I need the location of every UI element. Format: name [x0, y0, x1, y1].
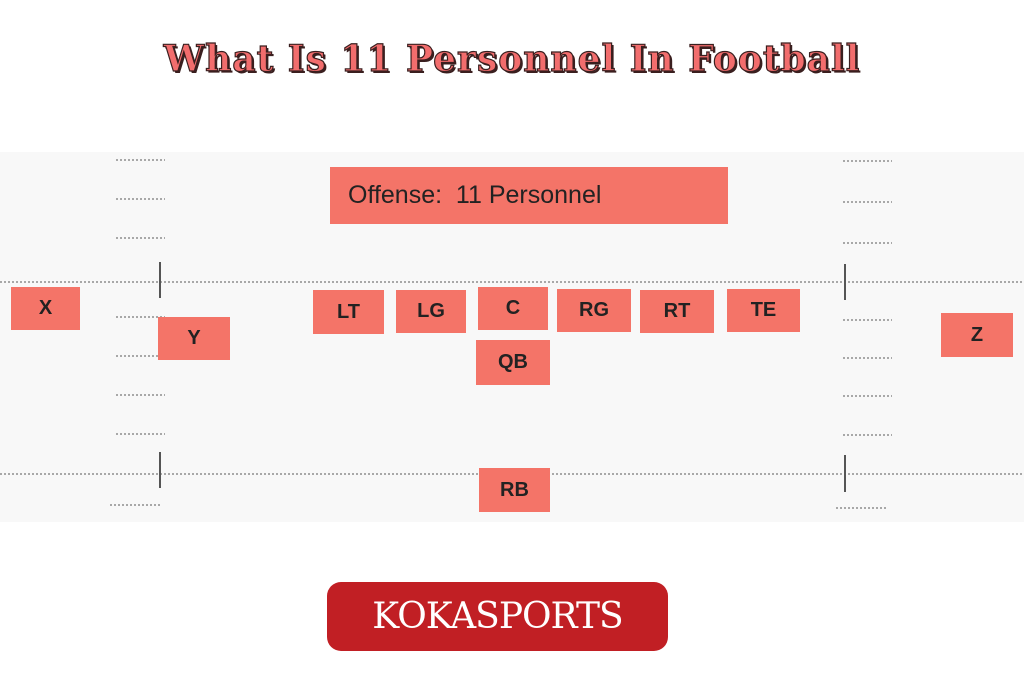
- position-te: TE: [727, 289, 800, 332]
- kokasports-logo: KOKASPORTS: [327, 582, 668, 651]
- position-y: Y: [158, 317, 230, 360]
- position-c: C: [478, 287, 548, 330]
- position-rt: RT: [640, 290, 714, 333]
- position-z: Z: [941, 313, 1013, 357]
- position-qb: QB: [476, 340, 550, 385]
- position-rg: RG: [557, 289, 631, 332]
- position-lt: LT: [313, 290, 384, 334]
- position-x: X: [11, 287, 80, 330]
- position-rb: RB: [479, 468, 550, 512]
- offense-label: Offense: 11 Personnel: [330, 167, 728, 224]
- field-markings: [0, 159, 1024, 509]
- position-lg: LG: [396, 290, 466, 333]
- page-title: What Is 11 Personnel In Football: [163, 37, 861, 80]
